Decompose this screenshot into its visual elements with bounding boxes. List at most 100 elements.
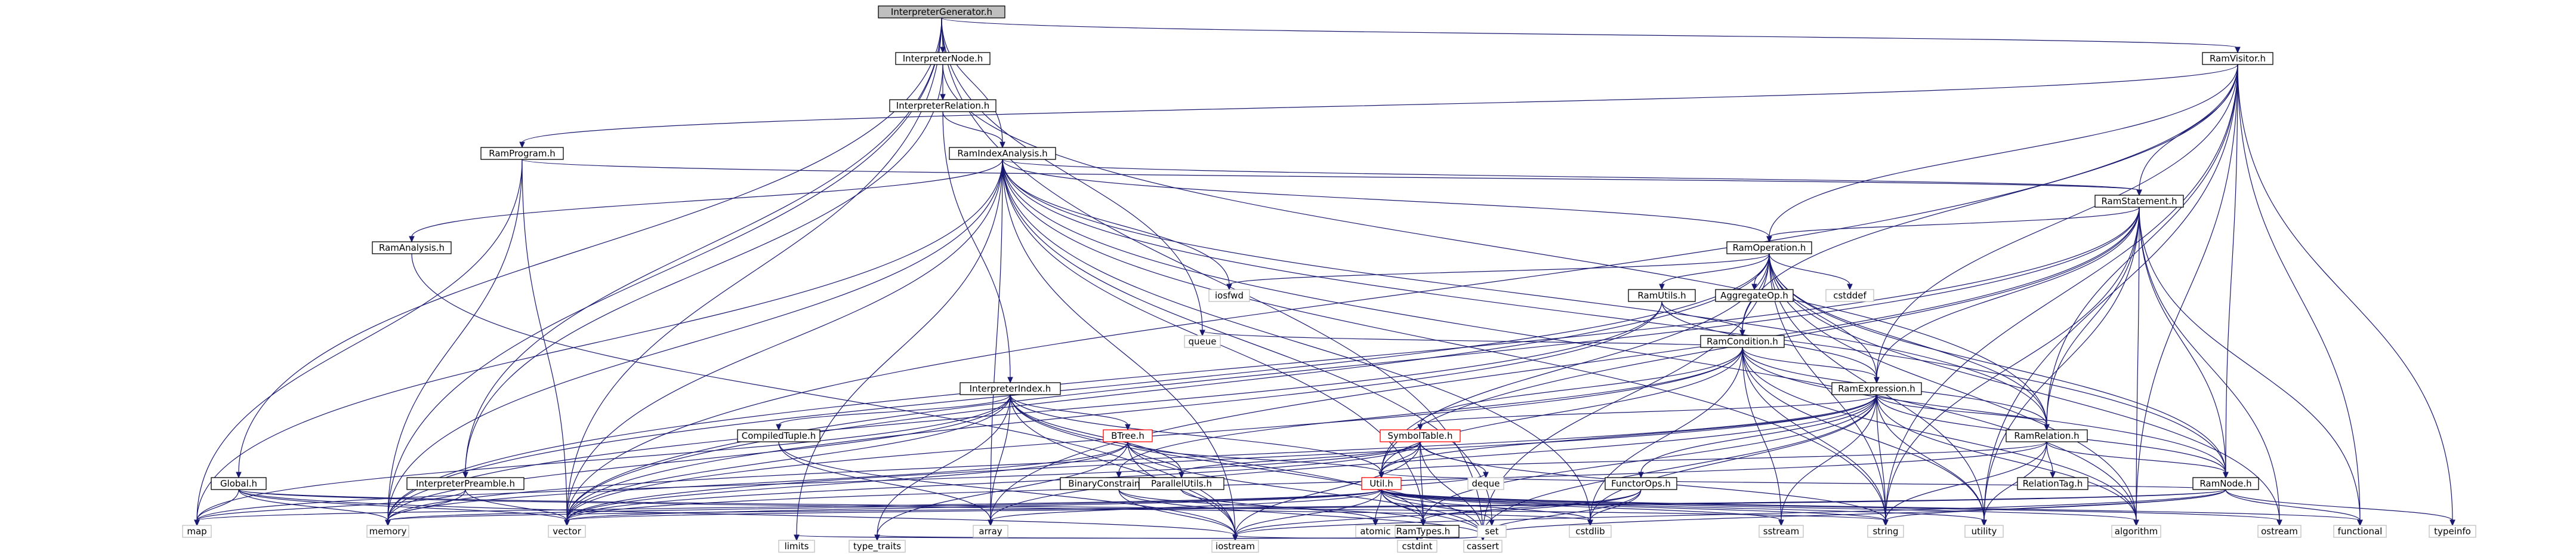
node-ramstatement-h[interactable]: RamStatement.h — [2094, 195, 2184, 208]
node-ramindexanalysis-h[interactable]: RamIndexAnalysis.h — [949, 147, 1056, 160]
node-algorithm: algorithm — [2111, 525, 2161, 538]
node-label: array — [979, 526, 1002, 537]
node-label: sstream — [1763, 526, 1799, 537]
edge-iidx-to-par — [1010, 394, 1182, 473]
edge-iidx-to-vector — [566, 394, 1011, 521]
node-ramprogram-h[interactable]: RamProgram.h — [480, 147, 564, 160]
edge-rstmt-to-func — [2139, 207, 2361, 521]
node-box — [1208, 289, 1250, 302]
node-functorops-h[interactable]: FunctorOps.h — [1605, 477, 1677, 490]
edge-rexpr-to-vector — [566, 394, 1877, 521]
node-box — [406, 477, 525, 490]
node-label: functional — [2338, 526, 2383, 537]
arrowhead-rnode-to-func — [2357, 519, 2363, 527]
edge-inode-to-rrel — [942, 64, 2047, 426]
edge-ranal-to-iostream — [411, 253, 1236, 536]
node-label: AggregateOp.h — [1720, 290, 1788, 301]
edge-symt-to-iostream — [1235, 441, 1421, 536]
node-label: InterpreterGenerator.h — [891, 7, 992, 17]
edge-rvis-to-string — [1885, 64, 2238, 521]
arrowhead-rtypes-to-limits — [794, 534, 800, 541]
arrowhead-rexpr-to-symt — [1417, 424, 1423, 431]
edge-util-to-atomic — [1375, 489, 1382, 521]
node-interpreterrelation-h[interactable]: InterpreterRelation.h — [889, 99, 997, 112]
node-box — [2094, 195, 2184, 208]
node-box — [878, 5, 1005, 19]
edge-rop-to-cstddef — [1769, 253, 1850, 285]
node-ramtypes-h[interactable]: RamTypes.h — [1387, 525, 1460, 538]
edge-iidx-to-memory — [387, 394, 1011, 521]
node-label: BTree.h — [1111, 430, 1144, 441]
edge-iidx-to-map — [196, 394, 1011, 521]
node-vector: vector — [548, 525, 586, 538]
edge-rop-to-string — [1769, 253, 1886, 521]
edge-symt-to-rtypes — [1420, 441, 1424, 521]
node-box — [1726, 241, 1812, 254]
edge-ridx-to-limits — [796, 159, 1003, 536]
edge-glob-to-map — [196, 489, 239, 521]
node-global-h[interactable]: Global.h — [211, 477, 267, 490]
node-interpreterpreamble-h[interactable]: InterpreterPreamble.h — [406, 477, 525, 490]
edge-util-to-cstdlib — [1381, 489, 1591, 521]
arrowhead-rutil-to-rcond — [1739, 330, 1745, 337]
edge-rprog-to-rstmt — [522, 159, 2140, 191]
edge-ridx-to-cstdlib — [1002, 159, 1591, 521]
node-box — [211, 477, 267, 490]
node-deque: deque — [1467, 477, 1504, 490]
node-label: RamTypes.h — [1396, 526, 1450, 537]
node-box — [2111, 525, 2161, 538]
arrowhead-util-to-deque — [1483, 472, 1489, 479]
edge-rnode-to-vector — [566, 489, 2226, 521]
node-ramnode-h[interactable]: RamNode.h — [2192, 477, 2259, 490]
edge-ipre-to-map — [196, 489, 466, 521]
edge-util-to-utility — [1381, 489, 1985, 521]
edge-symt-to-util — [1381, 441, 1421, 473]
node-label: RamProgram.h — [489, 148, 555, 159]
arrowhead-rrel-to-rnode — [2223, 472, 2229, 479]
node-box — [1211, 540, 1259, 553]
arrowhead-rstmt-to-rop — [1766, 236, 1772, 243]
edge-rexpr-to-fops — [1640, 394, 1877, 473]
node-ramanalysis-h[interactable]: RamAnalysis.h — [372, 241, 452, 254]
node-box — [2257, 525, 2302, 538]
node-label: SymbolTable.h — [1388, 430, 1453, 441]
node-relationtag-h[interactable]: RelationTag.h — [2017, 477, 2088, 490]
node-interpreternode-h[interactable]: InterpreterNode.h — [895, 52, 991, 65]
edge-bcop-to-cassert — [1118, 489, 1483, 536]
node-ramcondition-h[interactable]: RamCondition.h — [1700, 335, 1785, 348]
edge-rop-to-memory — [387, 253, 1770, 521]
edge-rstmt-to-rop — [1769, 207, 2140, 238]
edge-ridx-to-map — [196, 159, 1003, 521]
arrowhead-glob-to-string — [1883, 519, 1889, 527]
edge-iidx-to-btree — [1010, 394, 1128, 426]
edge-ridx-to-rnode — [1002, 159, 2226, 473]
arrowhead-rcond-to-rexpr — [1874, 377, 1880, 384]
node-atomic: atomic — [1355, 525, 1396, 538]
node-ostream: ostream — [2257, 525, 2302, 538]
node-aggregateop-h[interactable]: AggregateOp.h — [1715, 289, 1794, 302]
node-interpreterindex-h[interactable]: InterpreterIndex.h — [960, 382, 1061, 395]
arrowhead-util-to-atomic — [1372, 519, 1378, 527]
edge-rop-to-algo — [1769, 253, 2137, 521]
node-ramrelation-h[interactable]: RamRelation.h — [2006, 429, 2088, 442]
node-ramexpression-h[interactable]: RamExpression.h — [1831, 382, 1922, 395]
arrowhead-glob-to-memory — [385, 519, 391, 527]
node-ramutils-h[interactable]: RamUtils.h — [1628, 289, 1696, 302]
node-cstdint: cstdint — [1397, 540, 1437, 553]
node-box — [1355, 525, 1396, 538]
node-ramoperation-h[interactable]: RamOperation.h — [1726, 241, 1812, 254]
node-label: ParallelUtils.h — [1151, 478, 1212, 489]
node-box — [2006, 429, 2088, 442]
node-label: utility — [1972, 526, 1997, 537]
node-ramvisitor-h[interactable]: RamVisitor.h — [2202, 52, 2273, 65]
node-parallelutils-h[interactable]: ParallelUtils.h — [1139, 477, 1224, 490]
arrowhead-iidx-to-ctup — [776, 424, 782, 431]
node-compiledtuple-h[interactable]: CompiledTuple.h — [737, 429, 820, 442]
edge-glob-to-memory — [238, 489, 388, 521]
node-interpretergenerator-h[interactable]: InterpreterGenerator.h — [878, 5, 1005, 19]
edge-rrel-to-rnode — [2046, 441, 2226, 473]
node-label: RamCondition.h — [1707, 336, 1778, 347]
arrowhead-igen-to-glob — [236, 472, 242, 479]
arrowhead-util-to-sstream — [1778, 519, 1784, 527]
edge-rnode-to-util — [1381, 472, 2226, 490]
